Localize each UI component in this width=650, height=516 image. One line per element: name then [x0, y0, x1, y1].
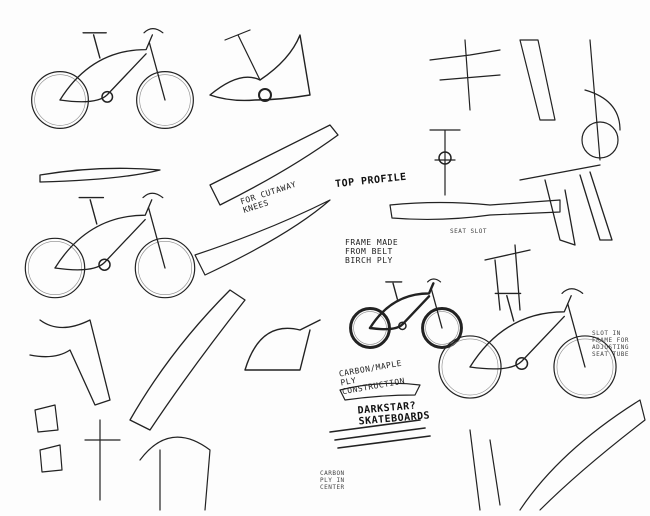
bike-right-top-frame [469, 295, 572, 368]
frame-segment-left [29, 319, 111, 406]
bike-top-left-rear-wheel [31, 71, 89, 129]
wheel-rim-sketch [425, 311, 459, 345]
headset-ring-sketch [438, 151, 452, 165]
hub-part-sketches [34, 404, 63, 473]
seat-post-sketch [224, 29, 261, 81]
bike-right-front-wheel [553, 335, 617, 399]
bike-right-seat [494, 292, 522, 322]
wheel-rim-sketch [139, 74, 191, 126]
bike-middle-left-seat [78, 196, 105, 225]
note-slot-in-frame: Slot in frame for adjusting seat tube [592, 330, 630, 358]
bike-top-left-front-wheel [136, 71, 194, 129]
wheel-rim-sketch [34, 74, 86, 126]
bike-middle-left-rear-wheel [24, 237, 86, 299]
bike-middle-left-handlebar [142, 192, 164, 199]
bike-middle-left-front-wheel [134, 237, 196, 299]
bike-small-dark-top-frame [368, 282, 435, 330]
crank-sketch [258, 88, 272, 102]
top-profile-sketch [194, 199, 331, 276]
bottom-right-blade [469, 399, 646, 511]
partial-wheel-sketch [581, 121, 619, 159]
fork-part-sketch [209, 124, 339, 206]
bike-small-dark-front-wheel [421, 307, 463, 349]
ply-layer-sketch [339, 382, 421, 401]
seat-slot-part [389, 199, 561, 221]
note-carbon-center: Carbon ply in center [320, 470, 345, 491]
note-seat-slot: Seat slot [450, 228, 488, 235]
bike-right-fork [567, 303, 586, 368]
wheel-rim-sketch [556, 338, 614, 396]
curved-blade-sketch [129, 289, 246, 431]
bike-middle-left-crank [98, 258, 111, 271]
seat-post-parts [484, 244, 531, 311]
frame-sketch-top [209, 34, 311, 102]
bike-small-dark-handlebar [427, 278, 442, 283]
headset-sketch [429, 129, 461, 196]
note-frame-made: Frame made from belt birch ply [345, 238, 399, 265]
bike-top-left-lower-frame [59, 53, 147, 103]
bike-right-crank [515, 357, 529, 371]
wheel-rim-sketch [27, 241, 83, 296]
frame-sketch-center [244, 319, 321, 371]
bike-top-left-top-frame [59, 34, 154, 101]
bottom-left-frames [84, 419, 211, 511]
bike-middle-left-fork [147, 206, 166, 269]
bike-top-left-fork [148, 41, 166, 101]
fork-top-right [519, 39, 621, 161]
bike-small-dark-seat [385, 281, 403, 300]
bike-small-dark-lower-frame [368, 295, 431, 331]
bike-small-dark-fork [430, 287, 443, 329]
bike-right-lower-frame [469, 315, 565, 370]
bike-middle-left-lower-frame [54, 218, 146, 271]
bike-small-dark-crank [398, 321, 407, 331]
bike-right-rear-wheel [438, 335, 502, 399]
bike-middle-left-top-frame [54, 199, 153, 269]
ply-strips-sketch [329, 419, 431, 449]
bike-top-left-seat [82, 32, 107, 59]
bike-top-left-crank [101, 90, 114, 103]
bike-right-handlebar [561, 288, 584, 294]
bike-top-left-handlebar [143, 28, 164, 34]
fork-part-sketch [39, 167, 161, 183]
stem-sketch [429, 39, 501, 111]
wheel-rim-sketch [138, 241, 193, 296]
wheel-rim-sketch [441, 338, 499, 396]
fork-assembly-right [519, 164, 613, 246]
